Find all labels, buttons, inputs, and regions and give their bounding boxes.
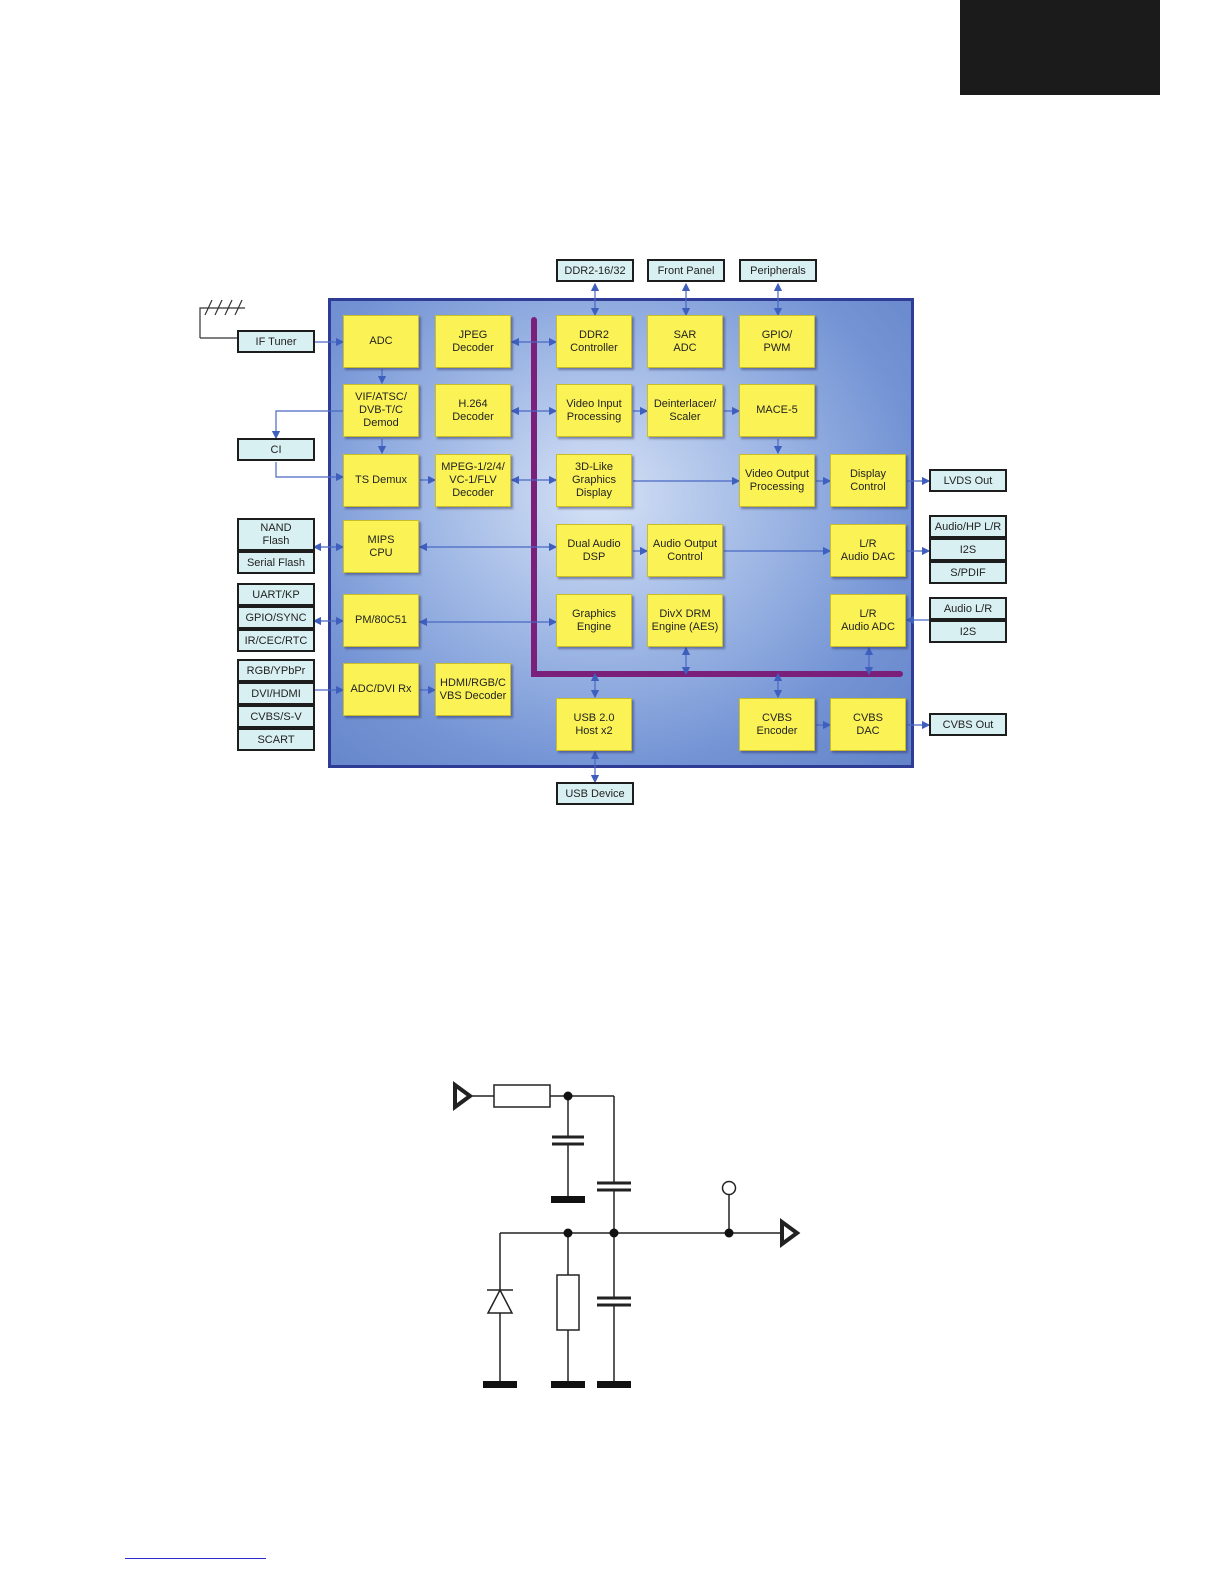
junction-dot bbox=[609, 1228, 619, 1238]
external-i2s-out: I2S bbox=[929, 538, 1007, 561]
external-if-tuner: IF Tuner bbox=[237, 330, 315, 353]
external-scart: SCART bbox=[237, 728, 315, 751]
block-ddr2-controller: DDR2 Controller bbox=[556, 315, 632, 368]
block-audio-adc: L/R Audio ADC bbox=[830, 594, 906, 647]
external-ci: CI bbox=[237, 438, 315, 461]
external-peripherals: Peripherals bbox=[739, 259, 817, 282]
input-port-icon bbox=[453, 1081, 474, 1111]
block-usb-host: USB 2.0 Host x2 bbox=[556, 698, 632, 751]
block-h264-decoder: H.264 Decoder bbox=[435, 384, 511, 437]
ground-icon bbox=[551, 1381, 585, 1388]
block-gpio-pwm: GPIO/ PWM bbox=[739, 315, 815, 368]
resistor-series bbox=[493, 1084, 551, 1108]
junction-dot bbox=[563, 1228, 573, 1238]
external-audio-hp: Audio/HP L/R bbox=[929, 515, 1007, 538]
block-hdmi-decoder: HDMI/RGB/C VBS Decoder bbox=[435, 663, 511, 716]
block-display-control: Display Control bbox=[830, 454, 906, 507]
block-audio-output: Audio Output Control bbox=[647, 524, 723, 577]
block-adc-dvi-rx: ADC/DVI Rx bbox=[343, 663, 419, 716]
output-port-icon bbox=[780, 1218, 801, 1248]
ground-icon bbox=[483, 1381, 517, 1388]
external-audio-lr: Audio L/R bbox=[929, 597, 1007, 620]
block-graphics-engine: Graphics Engine bbox=[556, 594, 632, 647]
junction-dot bbox=[724, 1228, 734, 1238]
block-ts-demux: TS Demux bbox=[343, 454, 419, 507]
block-audio-dac: L/R Audio DAC bbox=[830, 524, 906, 577]
block-deinterlacer: Deinterlacer/ Scaler bbox=[647, 384, 723, 437]
external-i2s-in: I2S bbox=[929, 620, 1007, 643]
block-mace: MACE-5 bbox=[739, 384, 815, 437]
junction-dot bbox=[563, 1091, 573, 1101]
block-mips-cpu: MIPS CPU bbox=[343, 520, 419, 573]
external-nand-flash: NAND Flash bbox=[237, 518, 315, 551]
block-divx-drm: DivX DRM Engine (AES) bbox=[647, 594, 723, 647]
block-jpeg-decoder: JPEG Decoder bbox=[435, 315, 511, 368]
external-spdif: S/PDIF bbox=[929, 561, 1007, 584]
block-cvbs-dac: CVBS DAC bbox=[830, 698, 906, 751]
page-tab-marker bbox=[960, 0, 1160, 95]
block-mpeg-decoder: MPEG-1/2/4/ VC-1/FLV Decoder bbox=[435, 454, 511, 507]
external-usb-device: USB Device bbox=[556, 782, 634, 805]
block-vif-demod: VIF/ATSC/ DVB-T/C Demod bbox=[343, 384, 419, 437]
block-cvbs-encoder: CVBS Encoder bbox=[739, 698, 815, 751]
external-lvds-out: LVDS Out bbox=[929, 469, 1007, 492]
ground-icon bbox=[551, 1196, 585, 1203]
external-front-panel: Front Panel bbox=[647, 259, 725, 282]
external-cvbs-sv: CVBS/S-V bbox=[237, 705, 315, 728]
external-cvbs-out: CVBS Out bbox=[929, 713, 1007, 736]
block-adc: ADC bbox=[343, 315, 419, 368]
external-uart-kp: UART/KP bbox=[237, 583, 315, 606]
test-point-icon bbox=[721, 1180, 737, 1196]
resistor-shunt bbox=[556, 1274, 580, 1331]
block-dual-audio-dsp: Dual Audio DSP bbox=[556, 524, 632, 577]
antenna-icon bbox=[199, 299, 245, 339]
external-ddr2: DDR2-16/32 bbox=[556, 259, 634, 282]
block-3d-graphics: 3D-Like Graphics Display bbox=[556, 454, 632, 507]
external-serial-flash: Serial Flash bbox=[237, 551, 315, 574]
external-gpio-sync: GPIO/SYNC bbox=[237, 606, 315, 629]
external-ir-cec-rtc: IR/CEC/RTC bbox=[237, 629, 315, 652]
block-video-output: Video Output Processing bbox=[739, 454, 815, 507]
connection-lines bbox=[199, 282, 931, 784]
footer-link-underline bbox=[125, 1558, 266, 1559]
block-video-input: Video Input Processing bbox=[556, 384, 632, 437]
ground-icon bbox=[597, 1381, 631, 1388]
external-dvi-hdmi: DVI/HDMI bbox=[237, 682, 315, 705]
block-pm-80c51: PM/80C51 bbox=[343, 594, 419, 647]
external-rgb-ypbpr: RGB/YPbPr bbox=[237, 659, 315, 682]
block-sar-adc: SAR ADC bbox=[647, 315, 723, 368]
diode-icon bbox=[486, 1288, 514, 1314]
